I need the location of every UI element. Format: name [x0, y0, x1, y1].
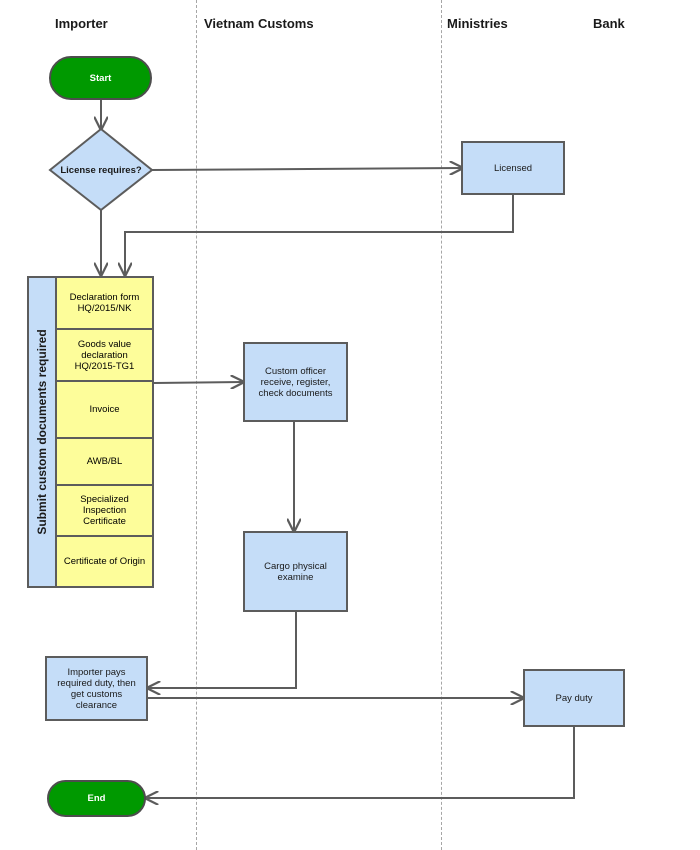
- importer-pays-box: Importer pays required duty, then get cu…: [45, 656, 148, 721]
- document-declaration-form: Declaration form HQ/2015/NK: [57, 278, 152, 330]
- custom-officer-label: Custom officer receive, register, check …: [258, 365, 333, 399]
- custom-officer-box: Custom officer receive, register, check …: [243, 342, 348, 422]
- document-inspection-certificate: Specialized Inspection Certificate: [57, 486, 152, 537]
- pay-duty-label: Pay duty: [555, 692, 593, 704]
- connector-payduty-end: [146, 726, 575, 798]
- start-terminal: Start: [49, 56, 152, 100]
- cargo-examine-label: Cargo physical examine: [264, 560, 327, 583]
- start-label: Start: [89, 72, 112, 84]
- lane-title-bank: Bank: [593, 16, 625, 31]
- document-list: Declaration form HQ/2015/NK Goods value …: [57, 278, 152, 586]
- importer-pays-label: Importer pays required duty, then get cu…: [57, 666, 136, 711]
- cargo-examine-box: Cargo physical examine: [243, 531, 348, 612]
- document-goods-value-declaration: Goods value declaration HQ/2015-TG1: [57, 330, 152, 382]
- document-certificate-of-origin: Certificate of Origin: [57, 537, 152, 586]
- submit-documents-group: Submit custom documents required Declara…: [27, 276, 154, 588]
- connector-decision-licensed: [151, 168, 462, 170]
- licensed-box: Licensed: [461, 141, 565, 195]
- submit-documents-title: Submit custom documents required: [35, 329, 49, 535]
- licensed-label: Licensed: [493, 162, 533, 174]
- license-decision-diamond: [48, 127, 154, 212]
- lane-title-customs: Vietnam Customs: [204, 16, 314, 31]
- license-decision-label: License requires?: [60, 164, 142, 176]
- document-awb-bl: AWB/BL: [57, 439, 152, 486]
- submit-documents-header: Submit custom documents required: [29, 278, 57, 586]
- connector-docs-officer: [153, 382, 243, 383]
- document-invoice: Invoice: [57, 382, 152, 439]
- lane-title-importer: Importer: [55, 16, 108, 31]
- end-terminal: End: [47, 780, 146, 817]
- lane-title-ministries: Ministries: [447, 16, 508, 31]
- connector-cargo-importer: [148, 612, 297, 688]
- connector-licensed-docs: [125, 195, 514, 275]
- lane-separator: [441, 0, 442, 850]
- pay-duty-box: Pay duty: [523, 669, 625, 727]
- end-label: End: [87, 793, 106, 804]
- lane-separator: [196, 0, 197, 850]
